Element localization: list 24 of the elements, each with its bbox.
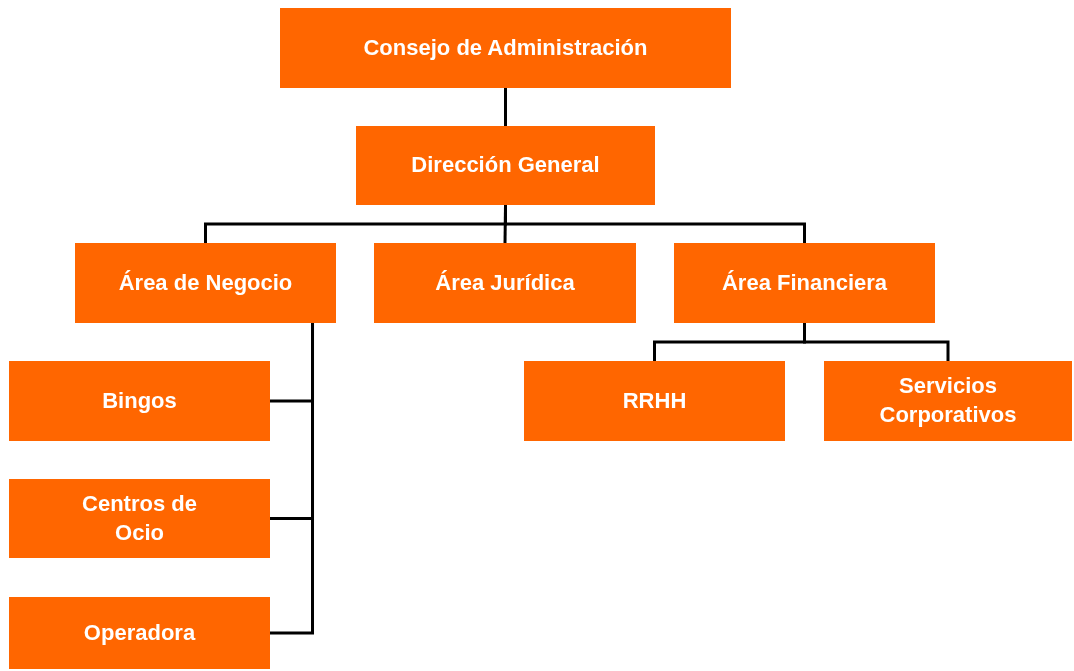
org-box [9,597,270,669]
box-label: Bingos [102,386,177,415]
connector-line [803,323,950,361]
box-label: Dirección General [411,151,600,180]
org-box [824,361,1072,441]
org-box [280,8,731,88]
box-label: Área Jurídica [435,268,575,297]
box-label: RRHH [622,386,687,415]
box-label: Área de Negocio [118,268,293,297]
org-box [9,479,270,558]
box-label: Consejo de Administración [363,33,648,62]
connector-line [504,88,507,126]
org-box [674,243,935,323]
org-box [524,361,785,441]
box-label: Área Financiera [721,268,888,297]
box-label: Operadora [83,618,196,647]
connector-line [270,323,314,635]
org-box [356,126,655,205]
org-box [75,243,336,323]
org-box [374,243,636,323]
connector-line [504,205,806,243]
box-label: Servicios Corporativos [878,372,1018,429]
org-box [9,361,270,441]
box-label: Centros de Ocio [81,489,198,547]
